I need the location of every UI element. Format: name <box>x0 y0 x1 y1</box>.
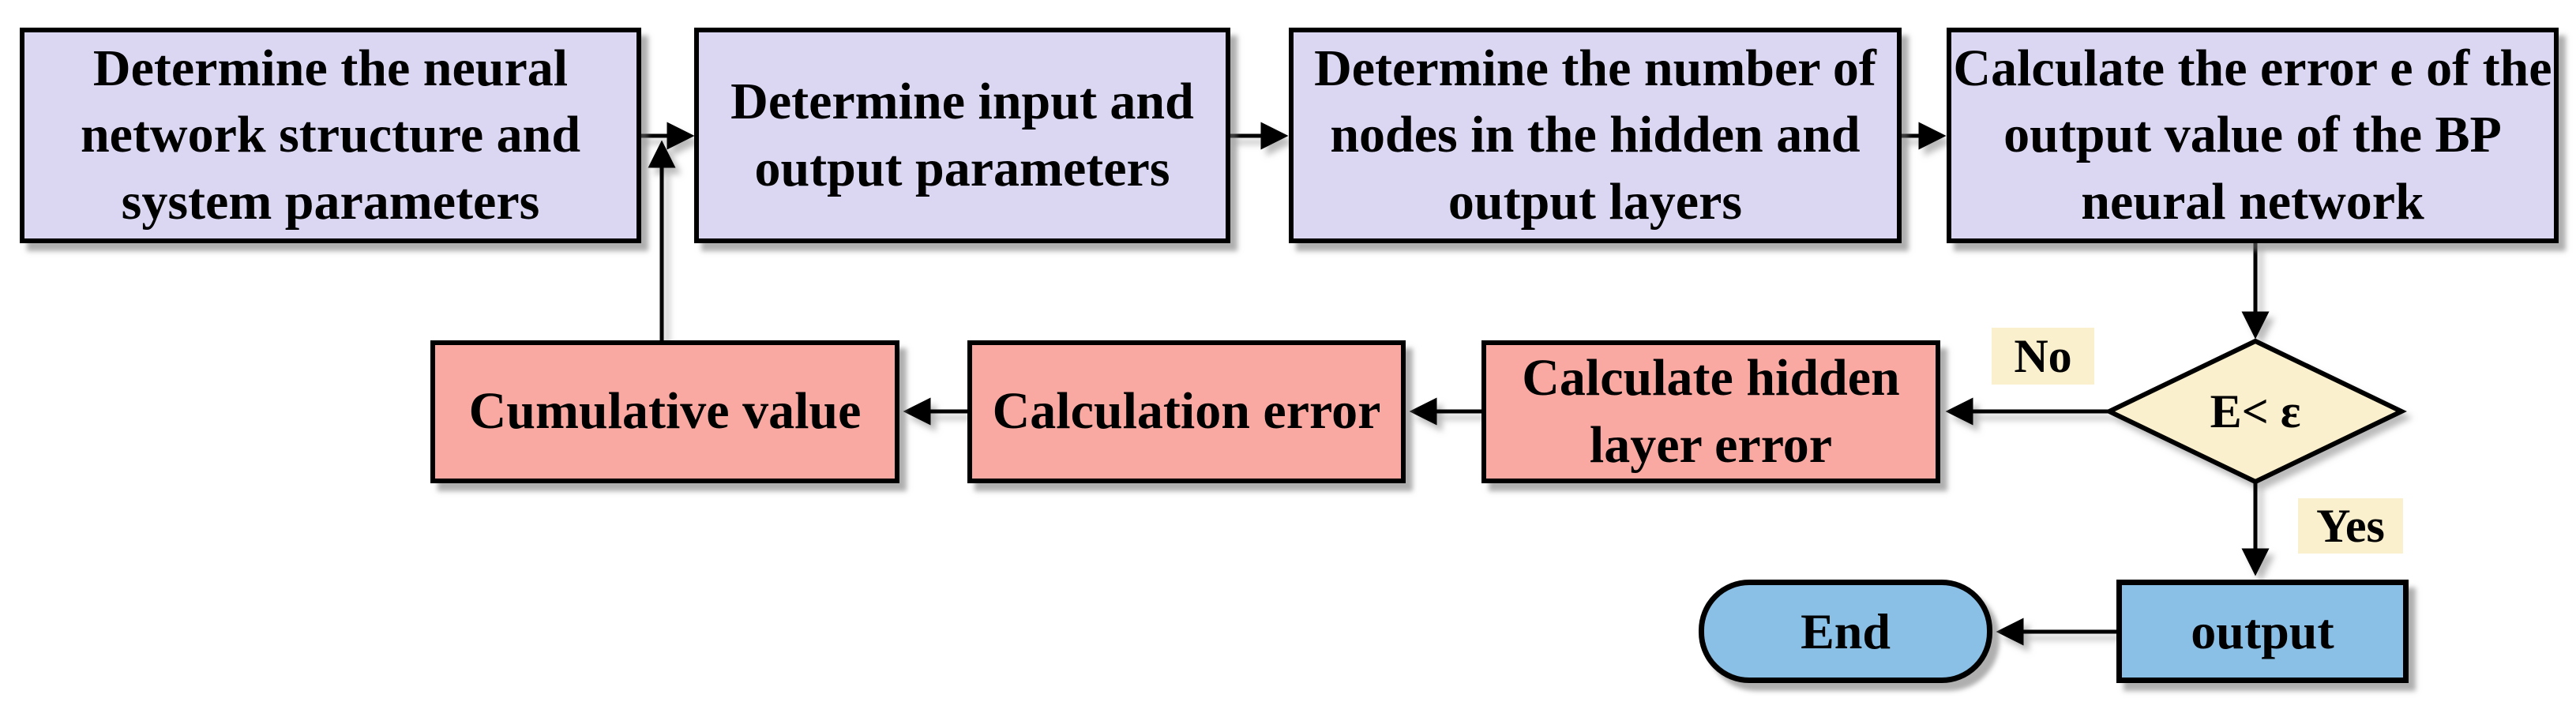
node-determine-nodes-label: Determine the number of nodes in the hid… <box>1314 39 1876 231</box>
branch-label-no: No <box>1992 328 2094 385</box>
decision-diamond-shape <box>2104 338 2407 485</box>
node-end: End <box>1699 580 1992 683</box>
decision-label: E< ε <box>2109 341 2401 482</box>
node-output-label: output <box>2191 603 2334 659</box>
node-calc-output-error: Calculate the error e of the output valu… <box>1947 28 2559 243</box>
branch-label-yes-text: Yes <box>2316 499 2385 552</box>
branch-label-yes: Yes <box>2298 498 2403 554</box>
node-determine-structure-label: Determine the neural network structure a… <box>80 39 581 231</box>
node-hidden-layer-error-label: Calculate hidden layer error <box>1522 349 1900 474</box>
node-cumulative-value: Cumulative value <box>430 340 899 483</box>
node-determine-io: Determine input and output parameters <box>694 28 1230 243</box>
node-end-label: End <box>1801 603 1891 659</box>
node-calculation-error: Calculation error <box>967 340 1406 483</box>
node-determine-io-label: Determine input and output parameters <box>730 73 1194 197</box>
node-cumulative-value-label: Cumulative value <box>468 382 862 441</box>
node-calc-output-error-label: Calculate the error e of the output valu… <box>1953 39 2552 231</box>
node-hidden-layer-error: Calculate hidden layer error <box>1481 340 1940 483</box>
branch-label-no-text: No <box>2014 329 2072 382</box>
node-calculation-error-label: Calculation error <box>992 382 1381 441</box>
decision-label-text: E< ε <box>2210 385 2301 437</box>
node-determine-structure: Determine the neural network structure a… <box>20 28 641 243</box>
node-determine-nodes: Determine the number of nodes in the hid… <box>1289 28 1902 243</box>
node-output: output <box>2116 580 2409 683</box>
